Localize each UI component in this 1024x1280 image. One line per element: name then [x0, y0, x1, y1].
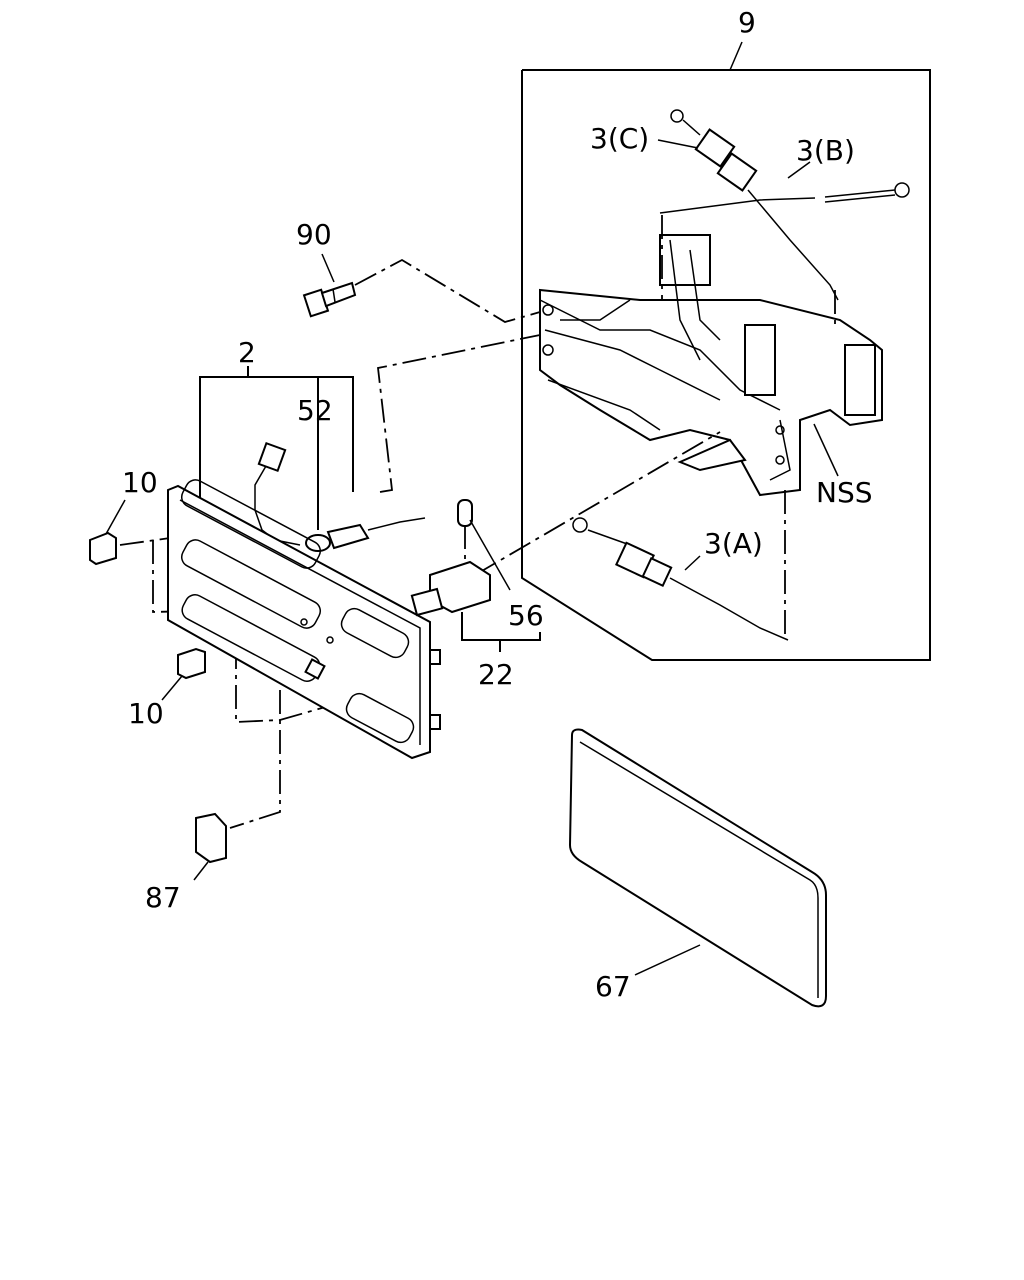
cable-3c: [670, 109, 839, 301]
label-3a: 3(A): [704, 527, 763, 560]
cover-87: [193, 812, 227, 881]
knob-10-bottom: [161, 647, 206, 701]
control-head-mechanism: [539, 234, 883, 497]
knob-10-top: [89, 499, 126, 566]
label-3b: 3(B): [796, 134, 855, 167]
switch-22: [410, 499, 541, 652]
label-22: 22: [478, 658, 514, 691]
cable-3b: [659, 182, 910, 214]
part-labels: 9 3(C) 3(B) 90 2 52 10 NSS 3(A) 56 22 10…: [122, 6, 873, 1003]
label-nss: NSS: [816, 476, 873, 509]
label-2: 2: [238, 336, 256, 369]
label-87: 87: [145, 881, 181, 914]
label-3c: 3(C): [590, 122, 649, 155]
sheet-67: [568, 728, 827, 1008]
label-90: 90: [296, 218, 332, 251]
control-panel-face: [167, 479, 441, 760]
cable-3a: [572, 517, 789, 641]
label-52: 52: [297, 394, 333, 427]
label-10-top: 10: [122, 466, 158, 499]
nss-leader: [813, 423, 839, 477]
label-10-bottom: 10: [128, 697, 164, 730]
p3c-leader: [657, 139, 699, 149]
bulb-harness-52: [254, 441, 426, 552]
p3b-leader: [787, 161, 811, 179]
label-56: 56: [508, 599, 544, 632]
p3a-leader: [684, 555, 701, 571]
label-67: 67: [595, 970, 631, 1003]
bracket-2: [199, 366, 354, 530]
label-9: 9: [738, 6, 756, 39]
screw-90: [302, 253, 357, 318]
assembly-frame-9: [521, 41, 931, 661]
